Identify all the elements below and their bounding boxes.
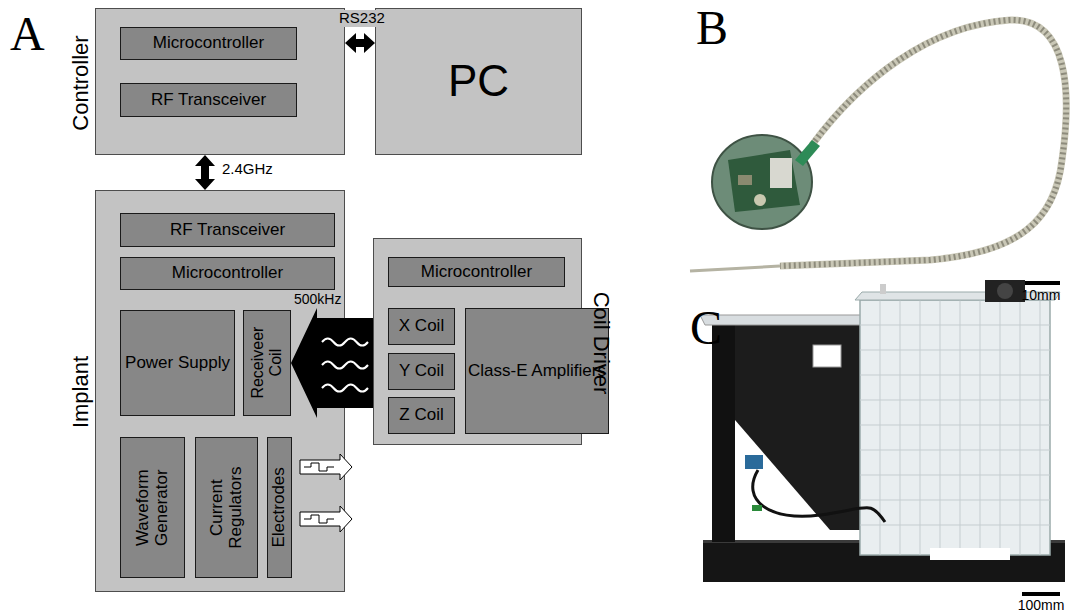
module-box: RF Transceiver xyxy=(120,213,335,247)
implant-photo xyxy=(728,150,800,212)
coil-rig-photo xyxy=(735,325,862,530)
implant-photo xyxy=(754,194,766,206)
coil-rig-photo xyxy=(700,280,1065,582)
module-box: Current Regulators xyxy=(195,437,258,578)
block-heading: Implant xyxy=(69,356,93,428)
block-label: Y Coil xyxy=(399,362,444,381)
signal-arrow xyxy=(195,155,215,190)
coil-rig-photo xyxy=(753,470,885,522)
block-label: Receiveer Coil xyxy=(249,315,284,411)
power-waveform xyxy=(322,339,368,346)
coil-rig-photo xyxy=(985,280,1025,302)
signal-label: 2.4GHz xyxy=(222,161,273,178)
stimulus-output-arrow xyxy=(304,515,334,523)
coil-rig-photo xyxy=(930,548,1010,560)
signal-label: RS232 xyxy=(337,10,387,27)
block-label: Waveform Generator xyxy=(134,442,171,573)
signal-label: 500kHz xyxy=(294,292,341,307)
module-box: Microcontroller xyxy=(388,257,565,287)
scale-bar xyxy=(1022,281,1060,285)
signal-arrow xyxy=(345,33,375,53)
block-heading: Coil Driver xyxy=(589,291,613,394)
stimulus-output-arrow xyxy=(304,463,334,471)
power-waveform xyxy=(322,385,368,392)
scale-bar xyxy=(1022,592,1060,596)
coil-rig-photo xyxy=(813,345,841,367)
block-heading: Controller xyxy=(69,35,93,130)
block-label: Electrodes xyxy=(270,442,289,573)
stimulus-output-arrow xyxy=(300,454,352,532)
module-box: Power Supply xyxy=(120,310,235,416)
implant-photo xyxy=(690,266,780,271)
module-box: Class-E Amplifiers xyxy=(465,308,609,434)
implant-photo xyxy=(780,20,1066,266)
controller-box: MicrocontrollerRF TransceiverController xyxy=(95,8,345,155)
coil-driver-box: MicrocontrollerX CoilY CoilZ CoilClass-E… xyxy=(373,238,582,445)
module-box: Z Coil xyxy=(388,397,455,434)
block-label: Current Regulators xyxy=(208,442,245,573)
coil-rig-photo xyxy=(860,325,1050,525)
block-label: PC xyxy=(448,57,509,105)
block-label: Microcontroller xyxy=(172,264,283,283)
block-label: Z Coil xyxy=(399,406,443,425)
module-box: X Coil xyxy=(388,308,455,345)
block-label: Power Supply xyxy=(125,354,230,373)
panel-letter: C xyxy=(690,302,722,355)
module-box: Y Coil xyxy=(388,353,455,390)
panel-letter: B xyxy=(696,2,728,55)
panel-letter: A xyxy=(10,8,45,61)
coil-rig-photo xyxy=(700,315,875,325)
coil-rig-photo xyxy=(860,300,1050,555)
implant-photo xyxy=(712,135,812,229)
implant-photo xyxy=(780,20,1066,266)
coil-rig-photo xyxy=(880,284,886,294)
module-box: RF Transceiver xyxy=(120,83,297,117)
module-box: Receiveer Coil xyxy=(243,310,291,416)
coil-rig-photo xyxy=(997,283,1013,299)
signal-arrow xyxy=(291,308,373,418)
module-box: Waveform Generator xyxy=(120,437,185,578)
module-box: Microcontroller xyxy=(120,257,335,290)
block-label: Microcontroller xyxy=(153,34,264,53)
power-waveform xyxy=(322,339,368,392)
implant-photo xyxy=(690,20,1066,271)
pc-box: PC xyxy=(375,8,582,155)
coil-rig-photo xyxy=(880,300,1040,555)
coil-rig-photo xyxy=(745,455,763,469)
power-waveform xyxy=(322,362,368,369)
implant-photo xyxy=(770,158,792,188)
block-label: RF Transceiver xyxy=(151,91,266,110)
block-label: Class-E Amplifiers xyxy=(468,362,606,381)
block-label: X Coil xyxy=(399,317,444,336)
implant-photo xyxy=(738,175,752,185)
block-label: Microcontroller xyxy=(421,263,532,282)
implant-photo xyxy=(795,140,820,166)
stimulus-output-arrow xyxy=(300,454,352,480)
coil-rig-photo xyxy=(752,505,762,511)
block-label: RF Transceiver xyxy=(170,221,285,240)
stimulus-output-arrow xyxy=(300,506,352,532)
coil-rig-photo xyxy=(712,322,735,542)
scale-label: 100mm xyxy=(1018,598,1065,613)
module-box: Microcontroller xyxy=(120,27,297,60)
scale-label: 10mm xyxy=(1022,288,1061,303)
module-box: Electrodes xyxy=(267,437,292,578)
